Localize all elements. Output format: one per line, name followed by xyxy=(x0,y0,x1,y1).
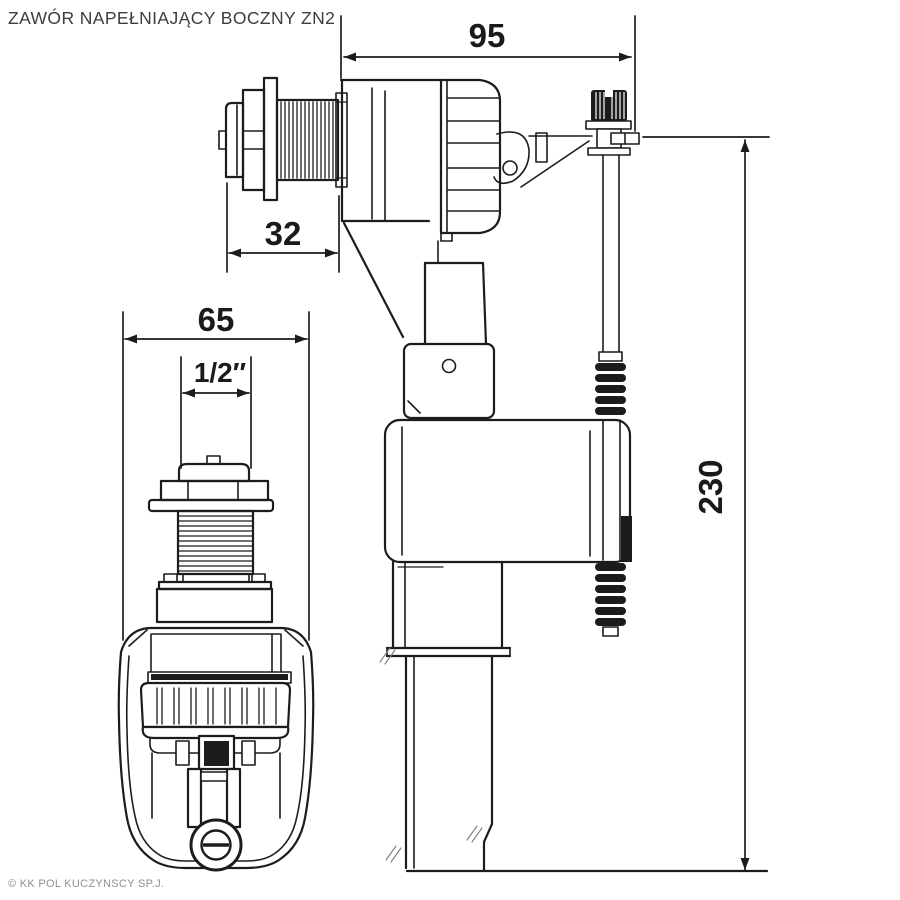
rod-end-cap xyxy=(602,626,619,637)
screw-lower-flange xyxy=(587,147,631,156)
float-side xyxy=(383,418,632,564)
screw-upper-flange xyxy=(585,120,632,130)
dim-32: 32 xyxy=(226,182,340,273)
hex-nut-front xyxy=(159,479,270,502)
float-lever-arm xyxy=(493,131,593,188)
stem-threads xyxy=(178,515,253,572)
dim-label-65: 65 xyxy=(198,301,235,338)
inlet-end-cap xyxy=(224,101,245,179)
valve-body xyxy=(339,78,496,420)
dim-half-inch: 1/2″ xyxy=(180,356,252,469)
lever-linkage-front xyxy=(175,734,256,872)
cap-front xyxy=(177,462,251,483)
lever-hook xyxy=(493,131,530,185)
bracket-hole xyxy=(441,358,457,374)
dim-95: 95 xyxy=(340,15,636,132)
body-chamfer xyxy=(342,221,405,339)
dim-label-32: 32 xyxy=(265,215,302,252)
flange-front xyxy=(147,498,275,513)
inlet-shank xyxy=(218,76,348,202)
copyright-notice: © KK POL KUCZYNSCY SP.J. xyxy=(8,878,165,890)
rod-clip xyxy=(621,516,632,562)
lever-notch xyxy=(535,132,548,163)
dim-label-95: 95 xyxy=(469,17,506,54)
upper-spring xyxy=(595,351,626,415)
dim-230: 230 xyxy=(642,136,770,871)
dim-label-half-inch: 1/2″ xyxy=(194,357,246,388)
cap-tab xyxy=(206,455,221,465)
front-view xyxy=(117,455,315,872)
crown-ribs xyxy=(156,687,277,725)
knob-slot xyxy=(605,88,613,97)
inlet-front xyxy=(147,455,275,624)
lower-spring xyxy=(595,563,626,637)
inlet-hex-nut xyxy=(241,88,266,192)
surface-hatch-marks xyxy=(379,647,483,863)
side-view xyxy=(218,76,769,873)
lever-pivot xyxy=(502,160,518,176)
adjustment-screw xyxy=(585,88,640,353)
body-block-front xyxy=(155,587,274,624)
inlet-flange xyxy=(262,76,279,202)
mounting-bracket xyxy=(402,342,496,420)
outlet-tube xyxy=(379,560,512,872)
dim-label-230: 230 xyxy=(692,459,729,514)
linkage-bar-right xyxy=(225,767,242,829)
threaded-shank xyxy=(275,98,340,182)
drawing-title: ZAWÓR NAPEŁNIAJĄCY BOCZNY ZN2 xyxy=(8,8,336,28)
knob-knurling xyxy=(595,92,625,119)
dim-65: 65 xyxy=(122,301,310,641)
ribbed-cap-nut xyxy=(439,78,502,235)
shank-threads xyxy=(280,101,334,179)
dimensions: 95 32 65 1/2″ xyxy=(122,15,770,871)
linkage-bar-left xyxy=(186,767,203,829)
